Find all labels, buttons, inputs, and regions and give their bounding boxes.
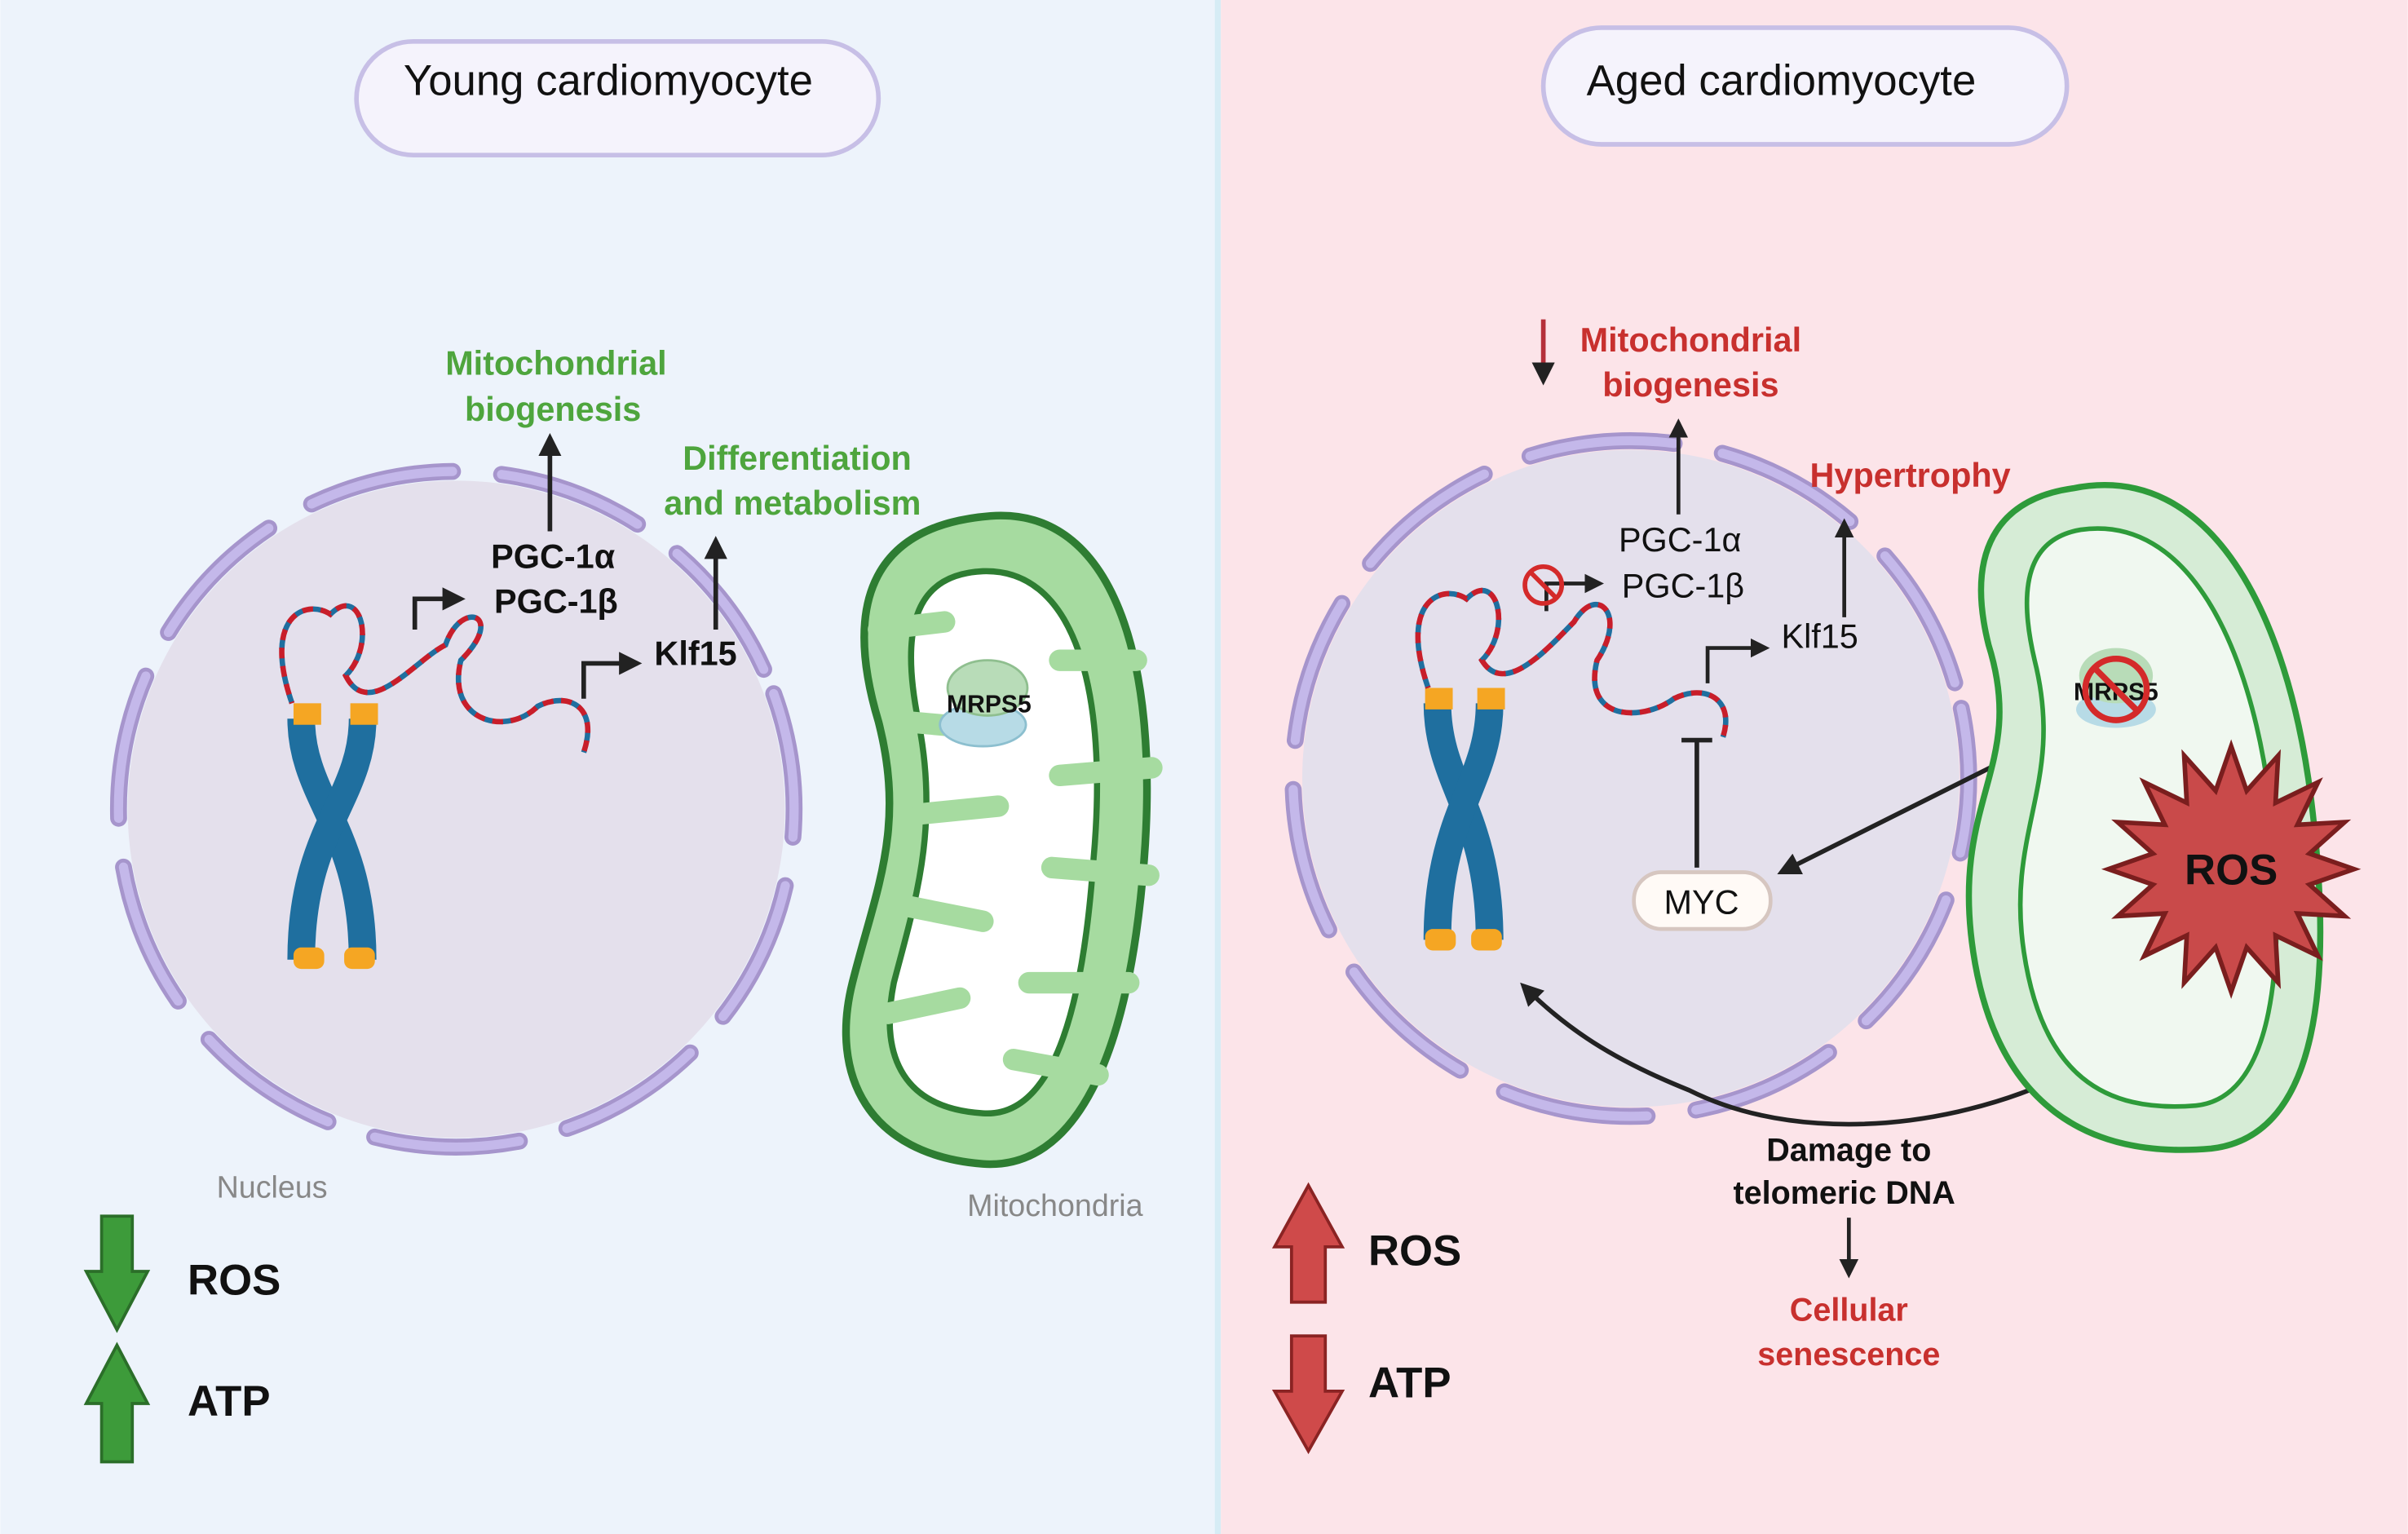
ros-burst-icon: ROS: [2101, 739, 2362, 999]
nucleus-label: Nucleus: [217, 1170, 328, 1205]
dna-strand: [1415, 587, 1729, 738]
young-ros-label: ROS: [188, 1256, 281, 1304]
aged-ros-label: ROS: [1368, 1227, 1461, 1275]
aged-title-pill: Aged cardiomyocyte: [1540, 25, 2070, 147]
young-mito-biogenesis-line1: Mitochondrial: [445, 344, 666, 382]
young-differentiation-line1: Differentiation: [683, 440, 912, 477]
damage-line1: Damage to: [1766, 1132, 1931, 1168]
chromosome-icon: [1423, 687, 1505, 951]
aged-myc: MYC: [1664, 883, 1739, 921]
young-differentiation-line2: and metabolism: [664, 484, 921, 522]
aged-pgc1a: PGC-1α: [1619, 521, 1741, 559]
mrps5-protein: MRPS5: [2074, 648, 2158, 728]
young-mrps5: MRPS5: [947, 692, 1032, 718]
atp-up-arrow-icon: [83, 1342, 151, 1464]
myc-pill: MYC: [1632, 870, 1773, 931]
ros-down-arrow-icon: [83, 1214, 151, 1333]
chromosome-icon: [287, 703, 378, 970]
inhibited-icon: [2082, 655, 2150, 723]
senescence-line2: senescence: [1757, 1337, 1940, 1373]
young-nucleus: [109, 462, 803, 1156]
aged-pgc1b: PGC-1β: [1622, 567, 1744, 604]
aged-mito-biogenesis-line1: Mitochondrial: [1580, 321, 1801, 359]
young-title: Young cardiomyocyte: [404, 57, 813, 105]
aged-hypertrophy: Hypertrophy: [1810, 457, 2011, 494]
young-atp-label: ATP: [188, 1377, 271, 1426]
young-title-pill: Young cardiomyocyte: [354, 39, 881, 157]
aged-title: Aged cardiomyocyte: [1587, 57, 1977, 105]
young-klf15: Klf15: [654, 634, 736, 672]
aged-klf15: Klf15: [1781, 618, 1858, 656]
atp-down-arrow-icon: [1271, 1334, 1345, 1455]
panel-divider: [1214, 0, 1222, 1534]
young-mito-biogenesis-line2: biogenesis: [465, 391, 641, 428]
aged-atp-label: ATP: [1368, 1359, 1451, 1407]
promoter-arrow: [412, 432, 727, 699]
dna-strand: [279, 603, 591, 754]
senescence-line1: Cellular: [1790, 1292, 1908, 1328]
young-pgc1a: PGC-1α: [491, 538, 616, 576]
aged-mito-biogenesis-line2: biogenesis: [1602, 366, 1778, 404]
mitochondria-label: Mitochondria: [967, 1188, 1143, 1222]
aged-nucleus: [1284, 432, 1977, 1125]
mitochondrion-icon: [842, 511, 1163, 1169]
aged-ros-burst: ROS: [2185, 847, 2278, 895]
inhibited-icon: [1522, 564, 1565, 606]
mrps5-protein: MRPS5: [939, 659, 1032, 748]
ros-up-arrow-icon: [1271, 1182, 1345, 1304]
young-pgc1b: PGC-1β: [494, 582, 618, 620]
damage-line2: telomeric DNA: [1733, 1175, 1955, 1211]
